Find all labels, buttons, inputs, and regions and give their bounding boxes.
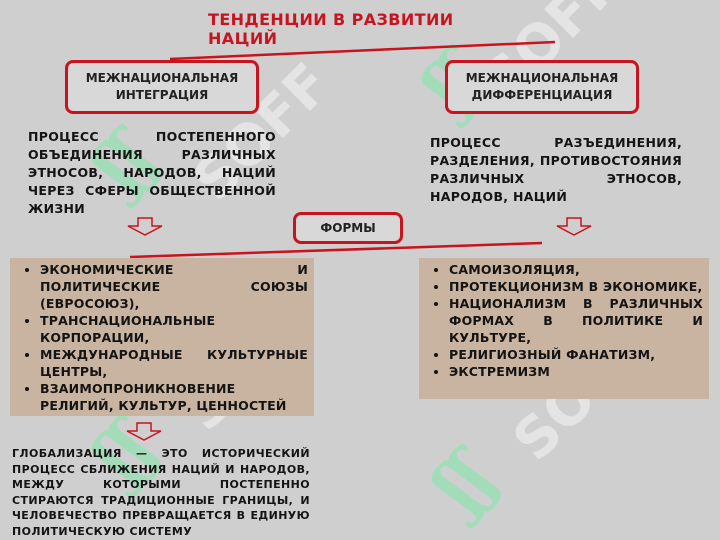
forms-label: ФОРМЫ	[320, 220, 376, 235]
list-item: МЕЖДУНАРОДНЫЕ КУЛЬТУРНЫЕ ЦЕНТРЫ,	[40, 346, 308, 380]
integration-label: МЕЖНАЦИОНАЛЬНАЯ ИНТЕГРАЦИЯ	[85, 71, 239, 102]
page-title: ТЕНДЕНЦИИ В РАЗВИТИИ НАЦИЙ	[208, 10, 454, 48]
down-arrow-icon	[127, 217, 163, 236]
list-item: ЭКСТРЕМИЗМ	[449, 363, 703, 380]
integration-box: МЕЖНАЦИОНАЛЬНАЯ ИНТЕГРАЦИЯ	[65, 60, 259, 114]
down-arrow-icon	[126, 422, 162, 441]
list-item: САМОИЗОЛЯЦИЯ,	[449, 261, 703, 278]
differentiation-label: МЕЖНАЦИОНАЛЬНАЯ ДИФФЕРЕНЦИАЦИЯ	[465, 71, 619, 102]
differentiation-forms-panel: САМОИЗОЛЯЦИЯ, ПРОТЕКЦИОНИЗМ В ЭКОНОМИКЕ,…	[419, 258, 709, 399]
down-arrow-icon	[556, 217, 592, 236]
list-item: ТРАНСНАЦИОНАЛЬНЫЕ КОРПОРАЦИИ,	[40, 312, 308, 346]
integration-forms-panel: ЭКОНОМИЧЕСКИЕ И ПОЛИТИЧЕСКИЕ СОЮЗЫ (ЕВРО…	[10, 258, 314, 416]
integration-description: ПРОЦЕСС ПОСТЕПЕННОГО ОБЪЕДИНЕНИЯ РАЗЛИЧН…	[28, 129, 276, 216]
globalization-definition: ГЛОБАЛИЗАЦИЯ — ЭТО ИСТОРИЧЕСКИЙ ПРОЦЕСС …	[12, 447, 310, 538]
forms-box: ФОРМЫ	[293, 212, 403, 244]
differentiation-description: ПРОЦЕСС РАЗЪЕДИНЕНИЯ, РАЗДЕЛЕНИЯ, ПРОТИВ…	[430, 135, 682, 204]
list-item: ВЗАИМОПРОНИКНОВЕНИЕ РЕЛИГИЙ, КУЛЬТУР, ЦЕ…	[40, 380, 308, 414]
list-item: ЭКОНОМИЧЕСКИЕ И ПОЛИТИЧЕСКИЕ СОЮЗЫ (ЕВРО…	[40, 261, 308, 312]
list-item: НАЦИОНАЛИЗМ В РАЗЛИЧНЫХ ФОРМАХ В ПОЛИТИК…	[449, 295, 703, 346]
differentiation-box: МЕЖНАЦИОНАЛЬНАЯ ДИФФЕРЕНЦИАЦИЯ	[445, 60, 639, 114]
list-item: РЕЛИГИОЗНЫЙ ФАНАТИЗМ,	[449, 346, 703, 363]
list-item: ПРОТЕКЦИОНИЗМ В ЭКОНОМИКЕ,	[449, 278, 703, 295]
